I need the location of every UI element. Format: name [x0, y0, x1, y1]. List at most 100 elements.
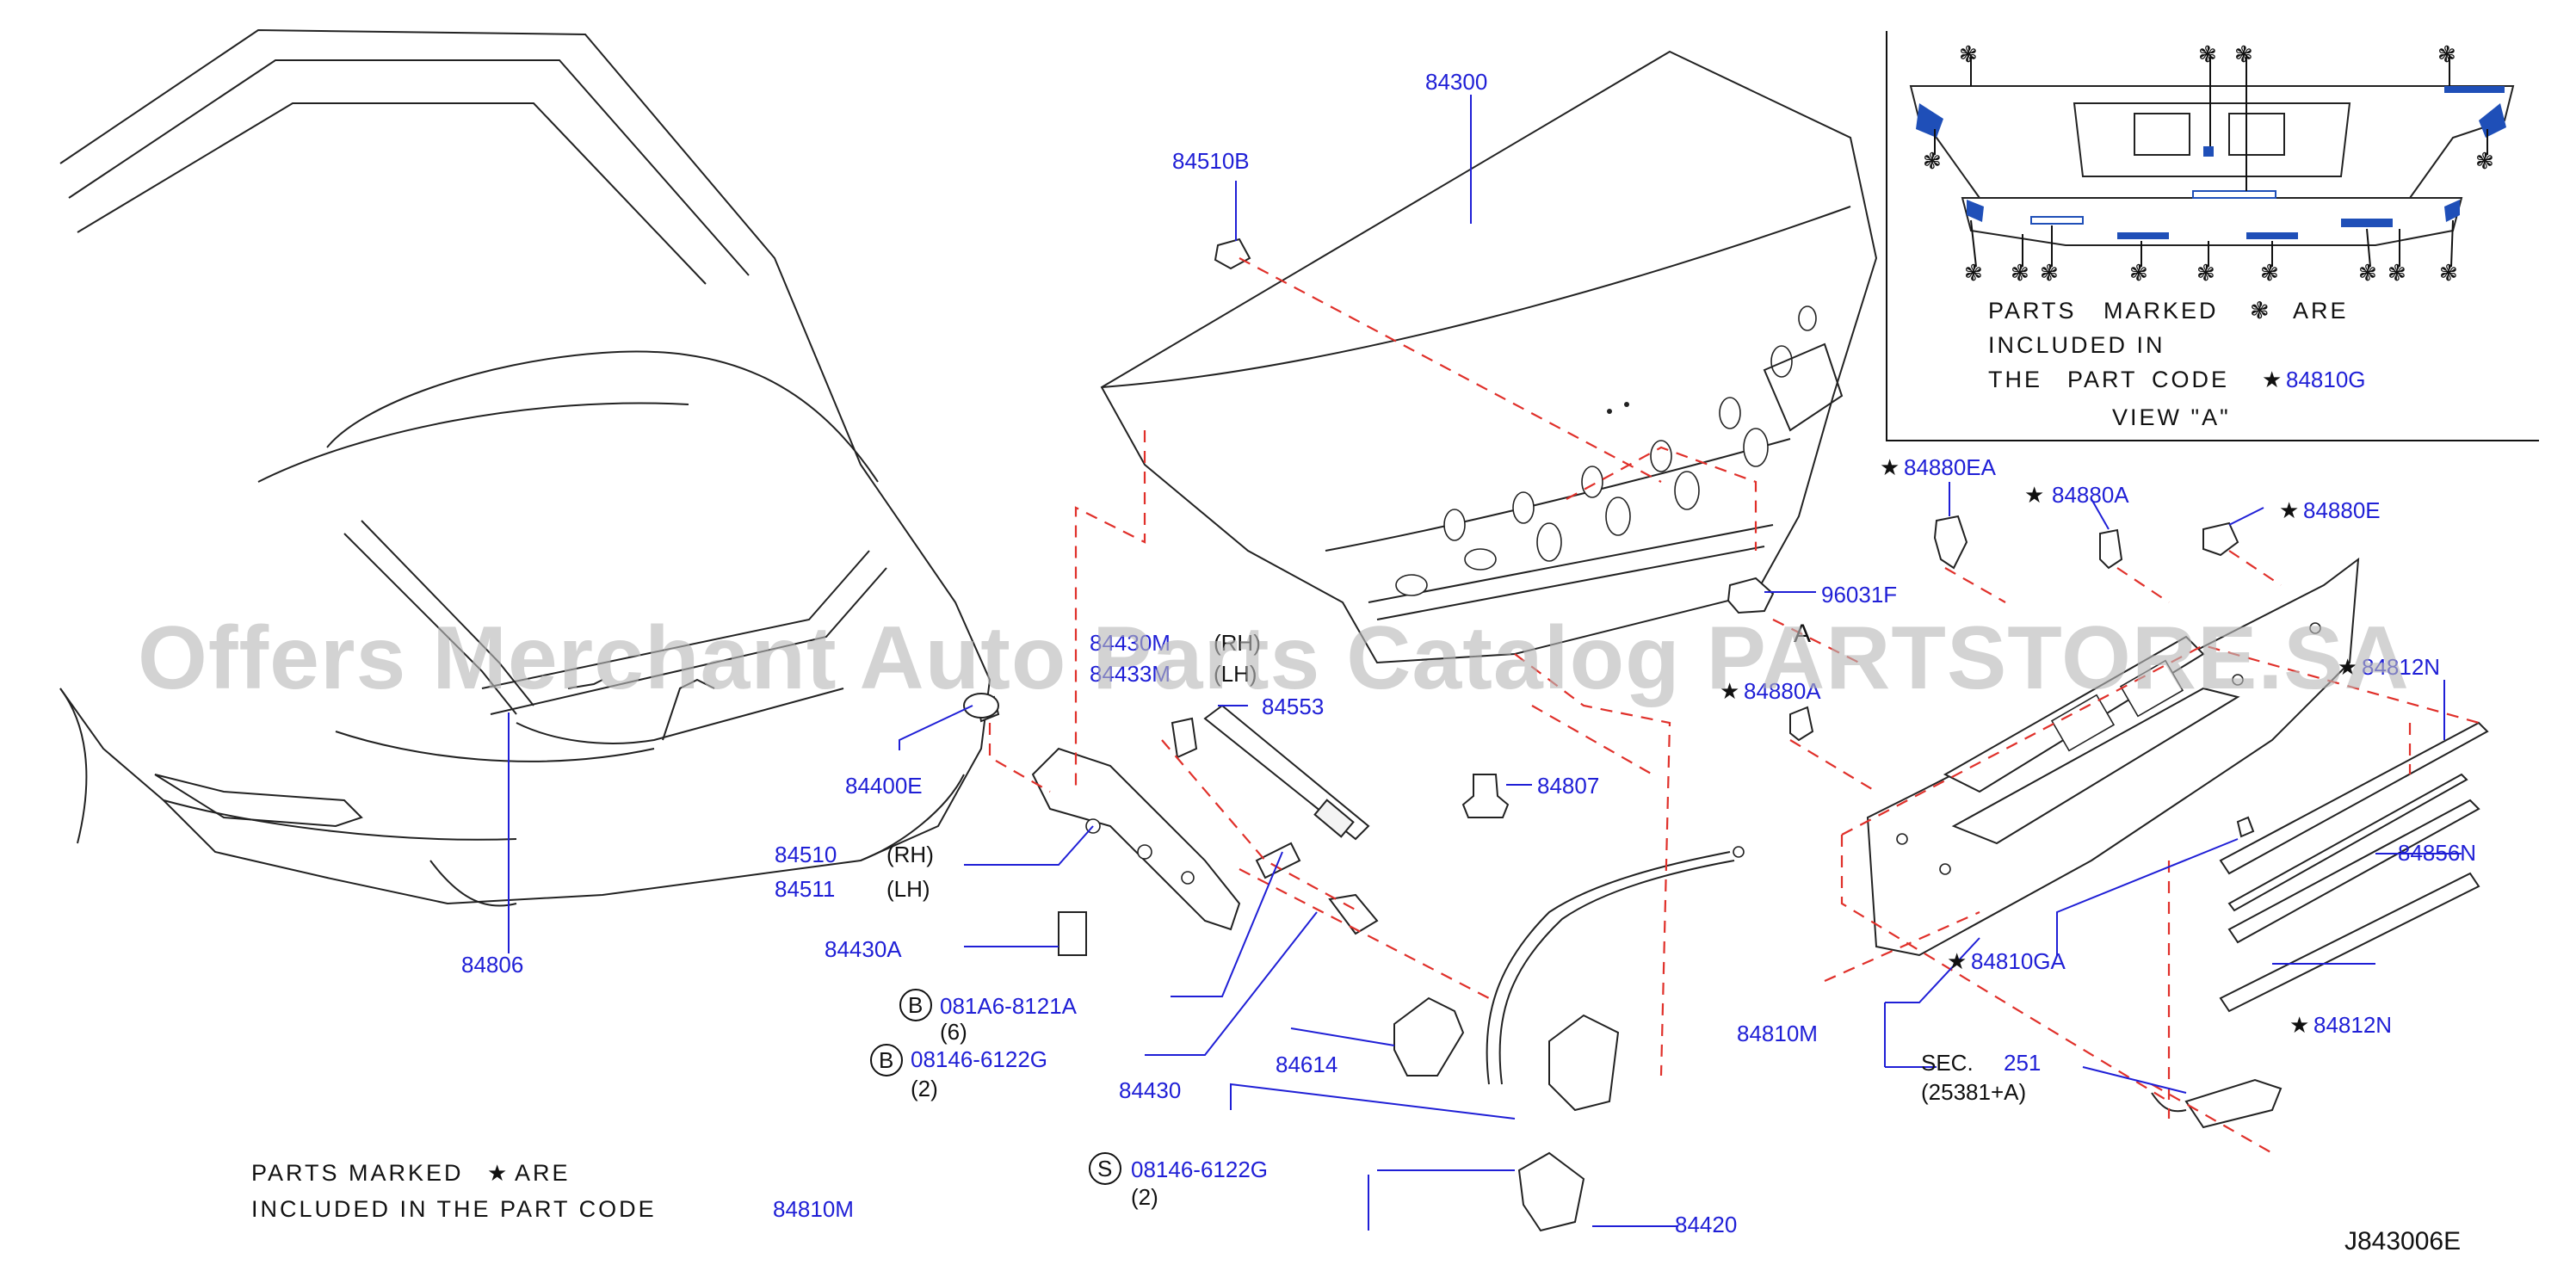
note-line1-end: ARE	[515, 1160, 571, 1186]
label-84880e: 84880E	[2303, 497, 2381, 523]
label-84880a-mid: 84880A	[1744, 678, 1821, 704]
label-84400e: 84400E	[845, 773, 923, 799]
label-84812n: 84812N	[2313, 1012, 2392, 1038]
parts-note: PARTS MARKED ★ ARE INCLUDED IN THE PART …	[251, 1160, 854, 1222]
screw-s-letter: S	[1097, 1156, 1112, 1181]
watermark-text: Offers Merchant Auto Parts Catalog PARTS…	[138, 608, 2410, 708]
label-08146-6122g-s: 08146-6122G	[1131, 1157, 1268, 1182]
label-84511: 84511	[775, 876, 835, 902]
inset-note-line3-c: CODE	[2152, 367, 2229, 392]
gear-icon: ❃	[1923, 148, 1942, 174]
gear-icon: ❃	[2196, 260, 2215, 286]
star-icon: ★	[1720, 678, 1739, 704]
inset-part-code: 84810G	[2286, 367, 2366, 392]
inset-note-line2: INCLUDED IN	[1988, 332, 2165, 358]
label-84433m: 84433M	[1090, 661, 1171, 687]
view-a-caption: VIEW "A"	[2112, 404, 2231, 430]
bolt-b-marker	[870, 1044, 903, 1077]
label-84807: 84807	[1537, 773, 1599, 799]
label-84806: 84806	[461, 952, 523, 978]
label-84420: 84420	[1675, 1212, 1737, 1237]
gear-icon: ❃	[2439, 260, 2458, 286]
bumper-84510b	[1214, 238, 1251, 270]
trunk-lid-illustration	[1100, 50, 1878, 664]
star-icon: ★	[2024, 482, 2044, 508]
leader-lines	[508, 95, 2462, 1231]
star-icon: ★	[1947, 948, 1967, 974]
star-icon: ★	[1880, 454, 1900, 480]
label-84510b: 84510B	[1172, 148, 1250, 174]
star-icon: ★	[2279, 497, 2299, 523]
label-84812-top: 84812N	[2362, 654, 2440, 680]
label-84553: 84553	[1262, 694, 1324, 719]
label-84880a-top: 84880A	[2052, 482, 2129, 508]
gear-icon: ❃	[1964, 260, 1983, 286]
inset-view-a	[1886, 31, 2539, 441]
gear-icon: ❃	[2437, 41, 2456, 67]
label-96031f: 96031F	[1821, 582, 1897, 608]
label-qty-6: (6)	[940, 1019, 967, 1045]
label-84433m-side: (LH)	[1214, 661, 1257, 687]
label-84430m-side: (RH)	[1214, 630, 1261, 656]
gear-icon: ❃	[2129, 260, 2148, 286]
label-qty-2: (2)	[911, 1076, 938, 1101]
clip-96031f	[1727, 577, 1775, 614]
star-icon: ★	[2289, 1012, 2309, 1038]
part-labels: 84806 84300 84510B 84400E 84510 (RH) 845…	[461, 69, 2476, 1237]
note-line1: PARTS MARKED	[251, 1160, 464, 1186]
hinge-assembly	[975, 695, 1379, 956]
gear-icon: ❃	[2358, 260, 2377, 286]
car-rear-illustration	[59, 28, 991, 907]
bolt-b-letter: B	[908, 992, 923, 1018]
drawing-code: J843006E	[2344, 1227, 2461, 1255]
assembly-dashed-lines	[988, 257, 2480, 1154]
inset-note-line1-a: PARTS	[1988, 298, 2077, 324]
bolt-b-letter: B	[879, 1047, 893, 1073]
inset-note-line3-b: PART	[2067, 367, 2138, 392]
label-84856n: 84856N	[2398, 840, 2476, 866]
label-sec: SEC.	[1921, 1050, 1974, 1076]
label-84511-side: (LH)	[886, 876, 930, 902]
label-84510: 84510	[775, 842, 837, 867]
gear-icon: ❃	[2475, 148, 2494, 174]
screw-s-marker	[1089, 1152, 1121, 1185]
label-84300: 84300	[1425, 69, 1487, 95]
label-84810m: 84810M	[1737, 1021, 1818, 1046]
latch-assembly	[1393, 846, 1745, 1232]
star-icon: ★	[2338, 654, 2357, 680]
inset-fastener-icons: ❃ ❃ ❃ ❃ ❃ ❃ ❃ ❃ ❃ ❃ ❃ ❃ ❃ ❃ ❃	[1923, 41, 2494, 286]
label-08146-6122g: 08146-6122G	[911, 1046, 1047, 1072]
inset-note: PARTS MARKED ❃ ARE INCLUDED IN THE PART …	[1988, 298, 2366, 430]
inset-note-line1-c: ARE	[2293, 298, 2349, 324]
label-84430: 84430	[1119, 1077, 1181, 1103]
gear-icon: ❃	[2234, 41, 2253, 67]
label-sec-sub: (25381+A)	[1921, 1079, 2026, 1105]
star-icon: ★	[2262, 367, 2282, 392]
gear-icon: ❃	[2250, 298, 2272, 324]
gear-icon: ❃	[2388, 260, 2406, 286]
gear-icon: ❃	[2198, 41, 2217, 67]
inset-note-line3-a: THE	[1988, 367, 2042, 392]
label-84430a: 84430A	[825, 936, 902, 962]
note-code: 84810M	[773, 1196, 854, 1222]
gear-icon: ❃	[2011, 260, 2029, 286]
label-84510-side: (RH)	[886, 842, 934, 867]
gear-icon: ❃	[2040, 260, 2059, 286]
label-84880ea: 84880EA	[1904, 454, 1997, 480]
note-line2: INCLUDED IN THE PART CODE	[251, 1196, 657, 1222]
gear-icon: ❃	[1959, 41, 1978, 67]
cap-84400e	[963, 693, 999, 719]
label-84810ga: 84810GA	[1971, 948, 2066, 974]
stopper-84807	[1461, 774, 1510, 818]
label-84614: 84614	[1276, 1052, 1337, 1077]
gear-icon: ❃	[2260, 260, 2279, 286]
label-sec-251: 251	[2004, 1050, 2041, 1076]
inset-note-line1-b: MARKED	[2103, 298, 2219, 324]
bolt-b-marker	[899, 989, 932, 1021]
label-qty-2-s: (2)	[1131, 1184, 1158, 1210]
label-84430m: 84430M	[1090, 630, 1171, 656]
label-081a6-8121a: 081A6-8121A	[940, 993, 1078, 1019]
star-icon: ★	[487, 1160, 507, 1186]
finisher-panel	[1789, 515, 2489, 1129]
